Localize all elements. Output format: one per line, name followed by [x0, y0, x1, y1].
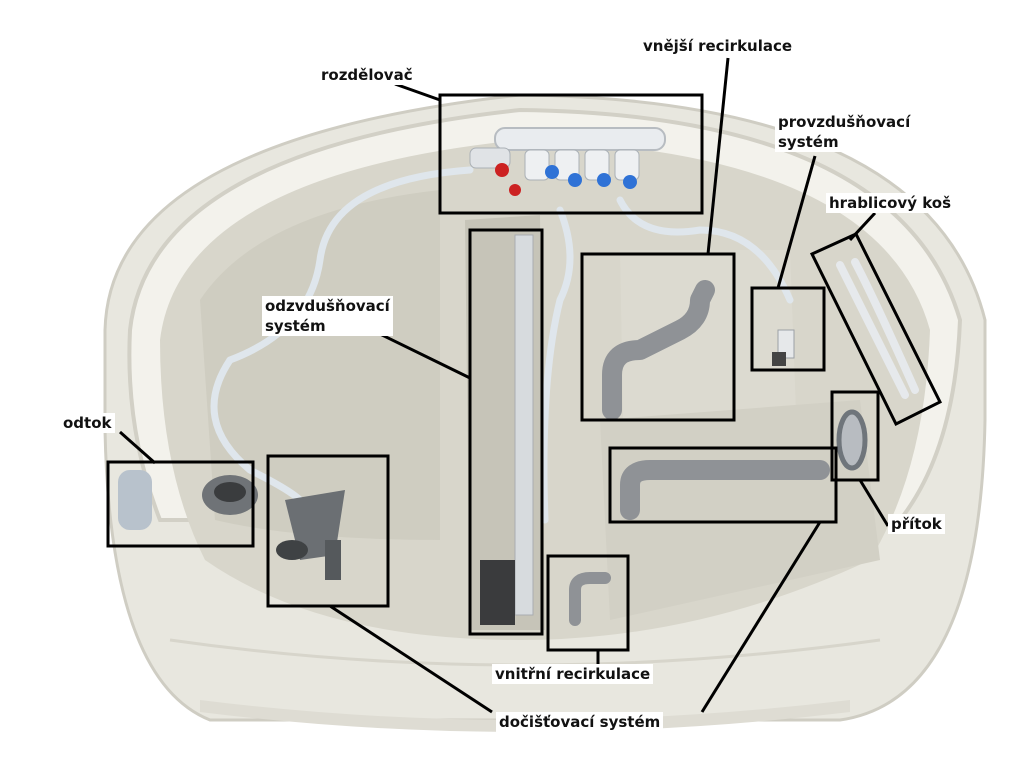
outlet-pipe-icon — [118, 470, 258, 530]
pvc-pipe-icon — [569, 572, 611, 626]
frame-docistovaci-2 — [608, 446, 838, 524]
pvc-pipe-icon — [620, 460, 830, 520]
label-pritok: přítok — [888, 514, 945, 534]
frame-rozdelovac — [438, 93, 704, 215]
label-vnejsi-recirkulace: vnější recirkulace — [640, 36, 796, 56]
label-rozdelovac: rozdělovač — [318, 65, 416, 85]
screen-basket-icon — [836, 258, 919, 399]
frame-odtok — [106, 460, 255, 548]
label-hrablicovy-kos: hrablicový koš — [826, 193, 954, 213]
valve-manifold-icon — [469, 127, 666, 196]
label-provzdusnovaci-system: provzdušňovací systém — [775, 112, 914, 152]
label-docistovaci-system: dočišťovací systém — [496, 712, 664, 732]
frame-hrablicovy-kos — [809, 232, 943, 427]
label-vnitrni-recirkulace: vnitřní recirkulace — [492, 664, 654, 684]
frame-odzvdusnovaci — [468, 228, 544, 636]
pvc-pipe-icon — [602, 280, 715, 420]
frame-provzdusnovaci — [750, 286, 826, 372]
frame-vnitrni-recirkulace — [546, 554, 630, 652]
label-odtok: odtok — [60, 413, 115, 433]
frame-vnejsi-recirkulace — [580, 252, 736, 422]
frame-docistovaci-1 — [266, 454, 390, 608]
leader-lines — [119, 57, 890, 714]
inlet-pipe-icon — [836, 409, 868, 471]
label-odzvdusnovaci-system: odzvdušňovací systém — [262, 296, 393, 336]
annotation-frames — [106, 93, 943, 652]
pvc-pipe-icon — [480, 234, 534, 625]
aerator-icon — [772, 329, 795, 366]
funnel-icon — [276, 490, 345, 580]
frame-pritok — [830, 390, 880, 482]
